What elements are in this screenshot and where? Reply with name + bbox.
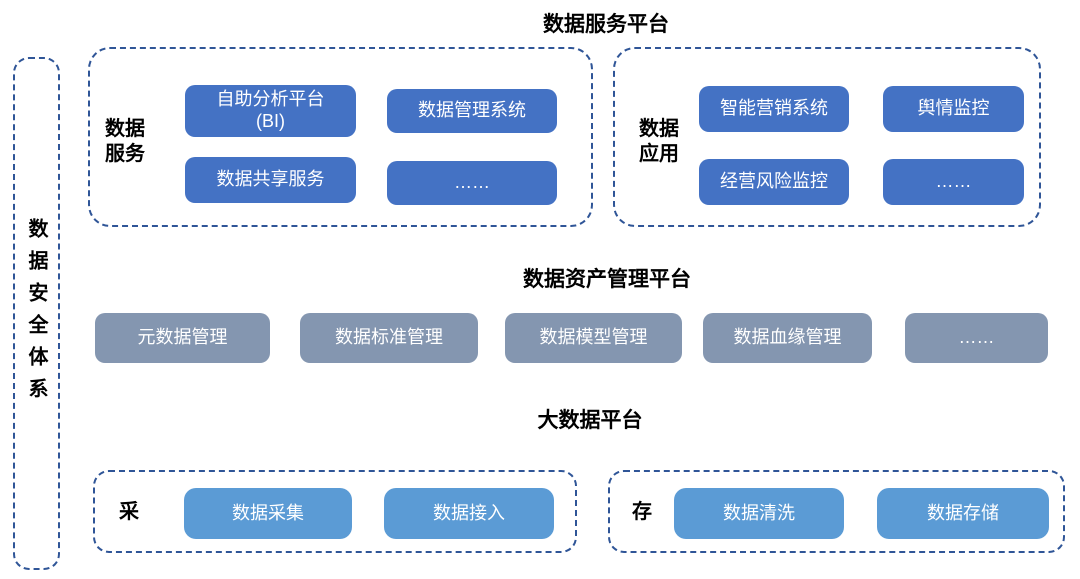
title-big-data-platform: 大数据平台: [537, 409, 643, 432]
box-data-collection: 数据采集: [184, 488, 352, 539]
box-data-cleaning: 数据清洗: [674, 488, 844, 539]
group-collect: 采 数据采集 数据接入: [93, 470, 577, 553]
group-label-collect: 采: [119, 501, 139, 523]
group-label-data-service: 数据服务: [105, 118, 145, 165]
box-data-storage: 数据存储: [877, 488, 1049, 539]
box-public-opinion-monitoring: 舆情监控: [883, 86, 1024, 132]
title-data-asset-platform: 数据资产管理平台: [523, 268, 691, 291]
box-data-lineage-management: 数据血缘管理: [703, 313, 872, 363]
group-data-service: 数据服务 自助分析平台 (BI) 数据管理系统 数据共享服务 ……: [88, 47, 593, 227]
title-data-service-platform: 数据服务平台: [543, 13, 669, 36]
box-metadata-management: 元数据管理: [95, 313, 270, 363]
group-label-store: 存: [632, 501, 652, 523]
group-data-application: 数据应用 智能营销系统 舆情监控 经营风险监控 ……: [613, 47, 1041, 227]
box-data-management-system: 数据管理系统: [387, 89, 557, 133]
box-data-standard-management: 数据标准管理: [300, 313, 478, 363]
box-smart-marketing-system: 智能营销系统: [699, 86, 849, 132]
box-data-sharing-service: 数据共享服务: [185, 157, 356, 203]
security-system-label: 数据安全体系: [25, 217, 47, 410]
box-asset-ellipsis: ……: [905, 313, 1048, 363]
group-store: 存 数据清洗 数据存储: [608, 470, 1065, 553]
security-system-panel: 数据安全体系: [13, 57, 60, 570]
box-service-ellipsis: ……: [387, 161, 557, 205]
box-self-service-bi-platform: 自助分析平台 (BI): [185, 85, 356, 137]
box-business-risk-monitoring: 经营风险监控: [699, 159, 849, 205]
group-label-data-application: 数据应用: [639, 118, 679, 165]
box-data-access: 数据接入: [384, 488, 554, 539]
box-application-ellipsis: ……: [883, 159, 1024, 205]
box-data-model-management: 数据模型管理: [505, 313, 682, 363]
